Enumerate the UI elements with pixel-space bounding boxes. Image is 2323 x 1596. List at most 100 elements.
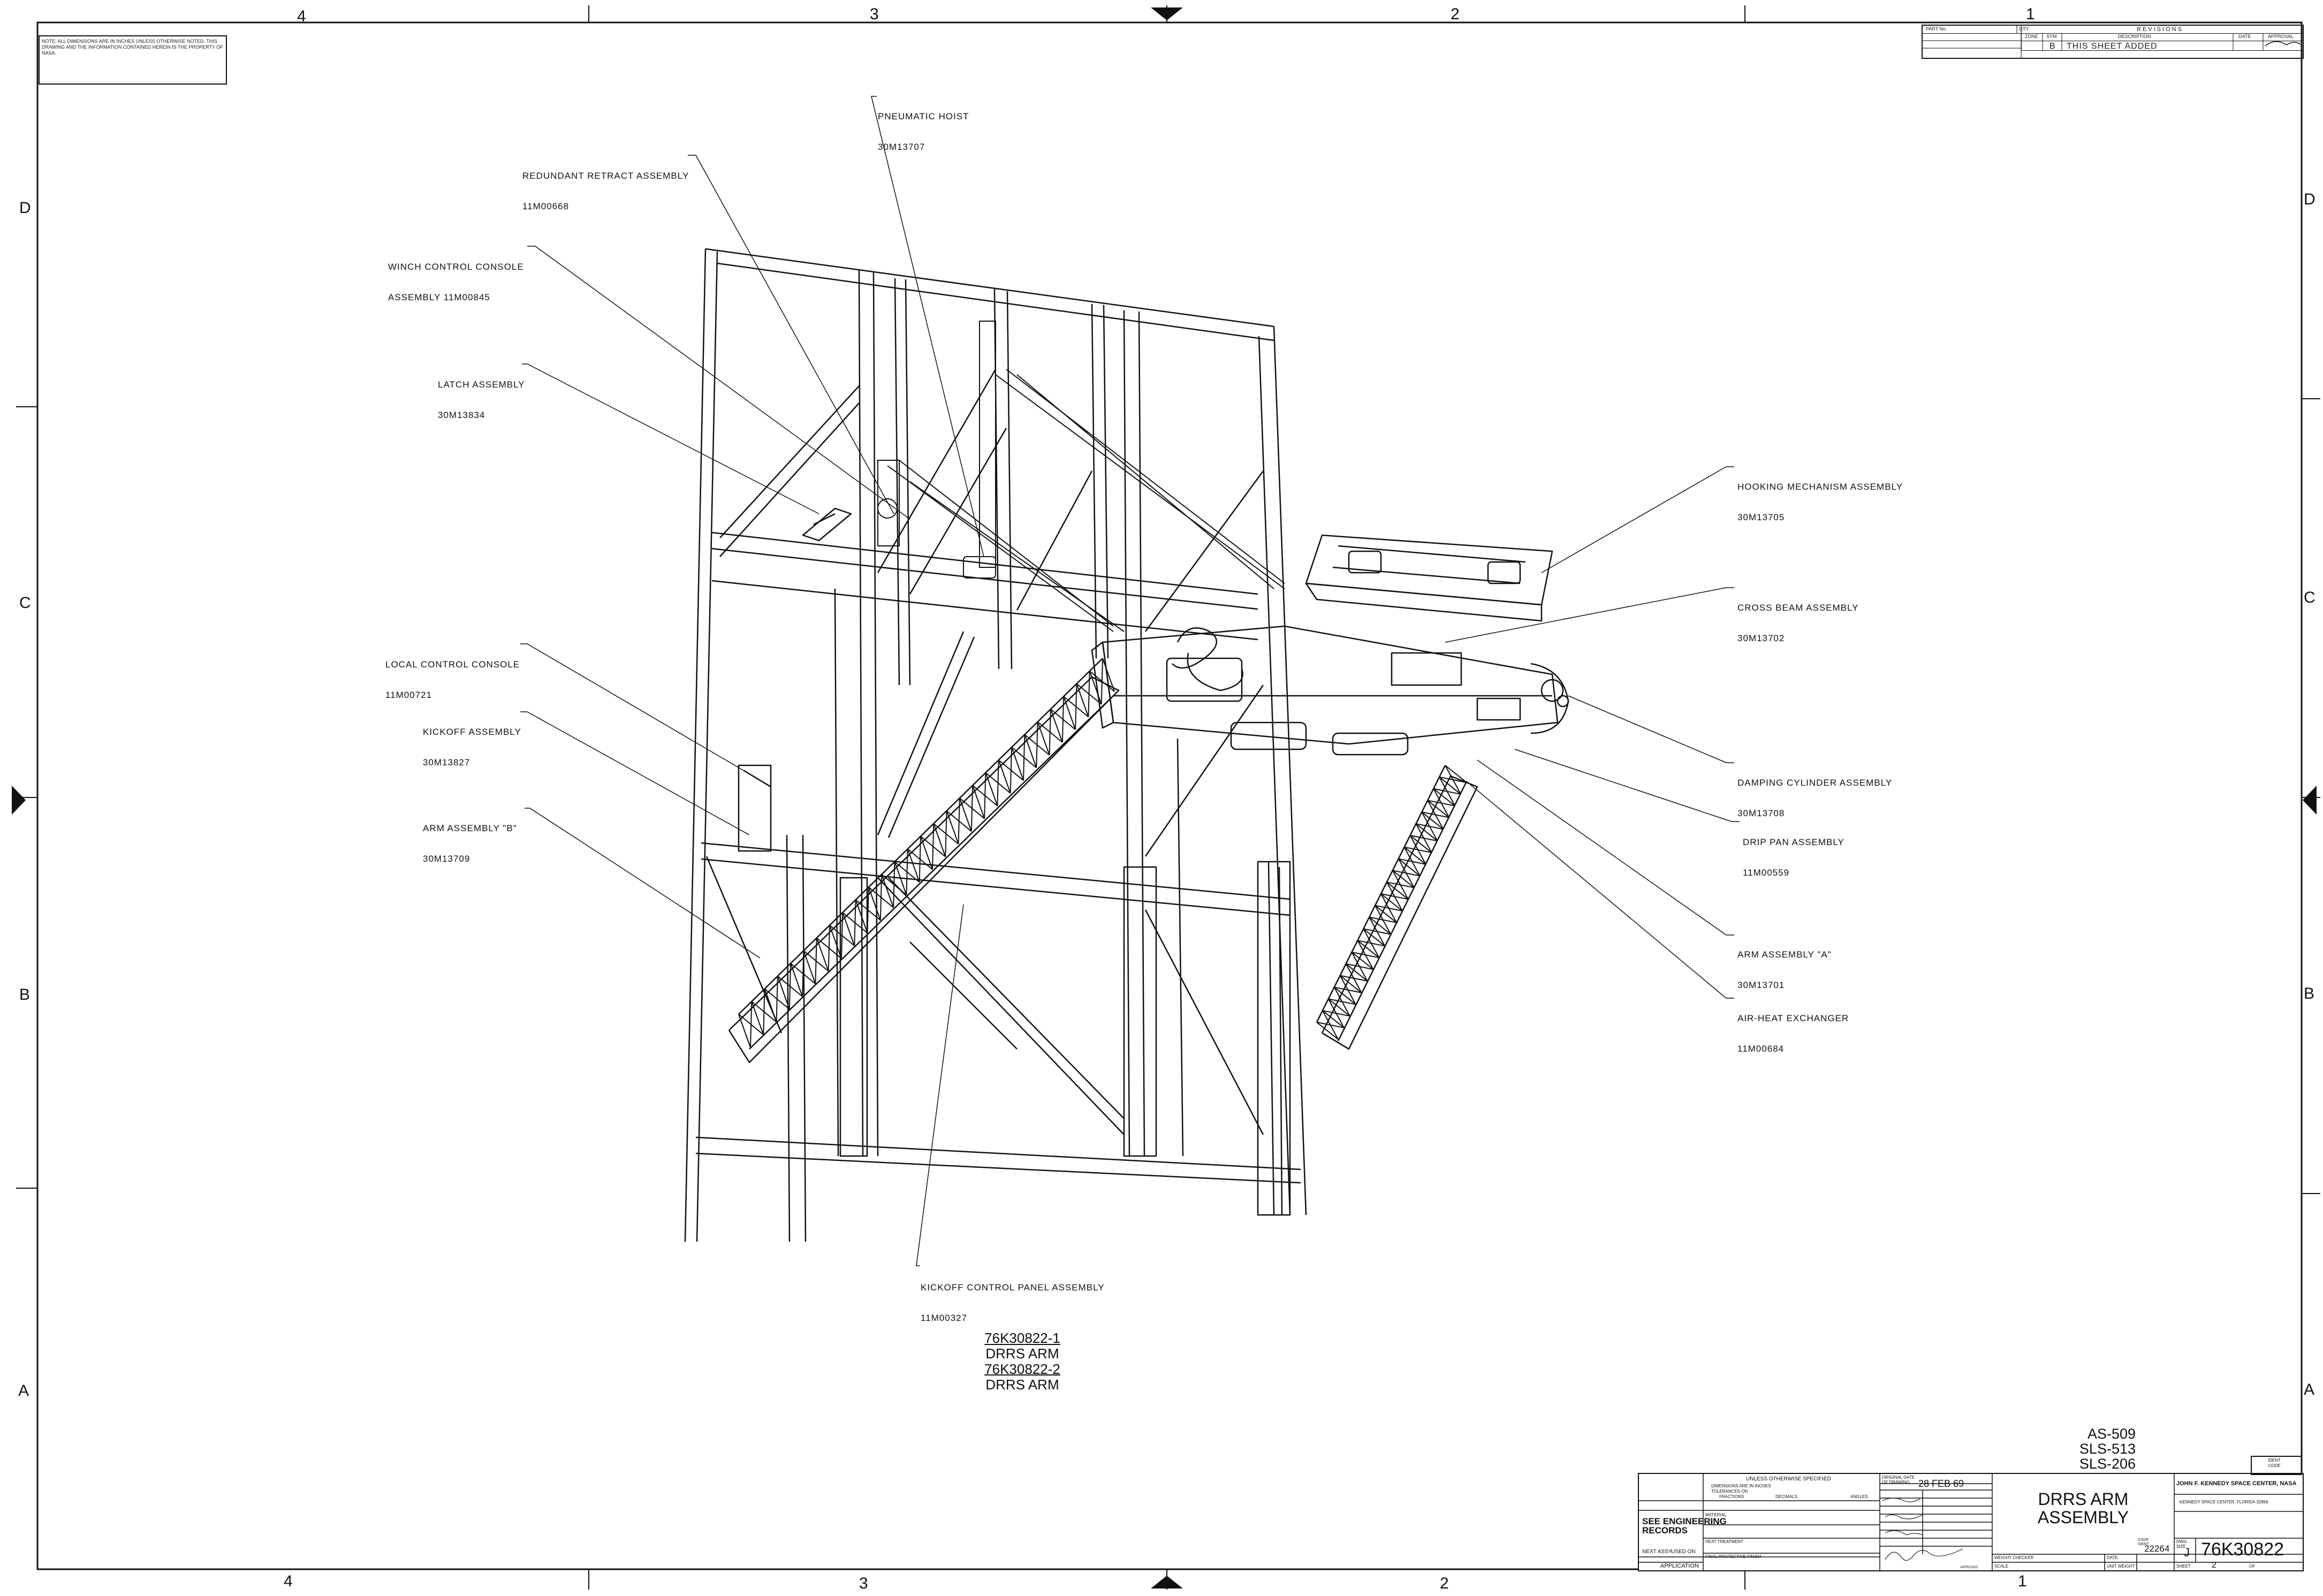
callout-arm-assembly-b: ARM ASSEMBLY "B" 30M13709 bbox=[423, 803, 517, 884]
truss-diagonal bbox=[1328, 999, 1344, 1028]
callout-number: 11M00721 bbox=[385, 690, 432, 700]
latch-assembly bbox=[803, 508, 851, 541]
dwg-size: J bbox=[2184, 1546, 2190, 1559]
truss-member bbox=[1399, 859, 1420, 876]
callout-name: DAMPING CYLINDER ASSEMBLY bbox=[1737, 778, 1893, 788]
truss-member bbox=[1422, 812, 1443, 829]
truss-member bbox=[985, 773, 997, 806]
truss-member bbox=[803, 951, 815, 984]
truss-diagonal bbox=[868, 887, 869, 933]
truss-diagonal bbox=[1334, 987, 1350, 1016]
row-label-right-b: B bbox=[2304, 985, 2315, 1002]
used-on-label: USED ON bbox=[1671, 1549, 1696, 1555]
sheet-number: 2 bbox=[2212, 1561, 2216, 1570]
callout-leader-lines bbox=[520, 96, 1740, 1266]
truss-diagonal bbox=[1410, 835, 1426, 864]
corner-note-box: NOTE: ALL DIMENSIONS ARE IN INCHES UNLES… bbox=[39, 35, 227, 85]
truss-member bbox=[960, 798, 971, 831]
truss-diagonal bbox=[777, 976, 778, 1022]
truss-diagonal bbox=[932, 824, 933, 870]
agency-name: JOHN F. KENNEDY SPACE CENTER, NASA bbox=[2176, 1480, 2297, 1487]
truss-member bbox=[1334, 987, 1356, 1005]
damping-cylinder-assembly bbox=[1531, 664, 1569, 733]
callout-local-control-console: LOCAL CONTROL CONSOLE 11M00721 bbox=[385, 639, 520, 720]
title-block: SEE ENGINEERING RECORDS NEXT ASSY USED O… bbox=[1638, 1473, 2304, 1571]
truss-diagonal bbox=[829, 925, 830, 971]
corner-note: NOTE: ALL DIMENSIONS ARE IN INCHES UNLES… bbox=[42, 39, 223, 56]
truss-diagonal bbox=[1340, 976, 1356, 1005]
row-label-right-d: D bbox=[2304, 191, 2316, 208]
row-label-right-a: A bbox=[2304, 1381, 2315, 1399]
drawing-title: DRRS ARM ASSEMBLY bbox=[2037, 1489, 2129, 1527]
truss-member bbox=[1317, 1022, 1338, 1039]
truss-diagonal bbox=[1036, 722, 1037, 768]
truss-diagonal bbox=[763, 989, 764, 1035]
callout-name: KICKOFF CONTROL PANEL ASSEMBLY bbox=[921, 1282, 1105, 1293]
ident-code-label: IDENT CODE bbox=[2268, 1458, 2281, 1468]
truss-member bbox=[1428, 800, 1449, 817]
truss-member bbox=[1405, 847, 1426, 864]
col-date: DATE bbox=[2238, 34, 2251, 39]
callout-winch-control-console: WINCH CONTROL CONSOLE ASSEMBLY 11M00845 bbox=[388, 241, 524, 323]
hooking-mechanism-assembly bbox=[1306, 535, 1552, 621]
truss-member bbox=[765, 989, 777, 1022]
decimals-label: DECIMALS bbox=[1775, 1494, 1797, 1499]
agency-location: KENNEDY SPACE CENTER, FLORIDA 32899 bbox=[2180, 1500, 2268, 1504]
zone-label-bottom-2: 2 bbox=[1440, 1575, 1449, 1592]
truss-member bbox=[1369, 917, 1391, 934]
unless-specified: UNLESS OTHERWISE SPECIFIED bbox=[1746, 1476, 1831, 1482]
row-label-left-a: A bbox=[18, 1382, 29, 1400]
truss-member bbox=[1393, 870, 1414, 887]
truss-member bbox=[1346, 964, 1368, 981]
truss-diagonal bbox=[893, 862, 894, 908]
revisions-grid bbox=[1923, 26, 2303, 58]
col-zone: ZONE bbox=[2025, 34, 2039, 39]
effectivity-1: AS-509 bbox=[2087, 1426, 2136, 1442]
truss-diagonal bbox=[1422, 812, 1437, 841]
dash-title-2: DRRS ARM bbox=[985, 1377, 1059, 1393]
callout-kickoff-control-panel-assembly: KICKOFF CONTROL PANEL ASSEMBLY 11M00327 bbox=[921, 1262, 1105, 1343]
callout-name: LOCAL CONTROL CONSOLE bbox=[385, 659, 520, 670]
callout-redundant-retract-assembly: REDUNDANT RETRACT ASSEMBLY 11M00668 bbox=[522, 150, 689, 232]
callout-pneumatic-hoist: PNEUMATIC HOIST 30M13707 bbox=[878, 91, 969, 172]
truss-diagonal bbox=[1433, 789, 1449, 818]
callout-number: 11M00559 bbox=[1743, 868, 1790, 878]
of-label: OF bbox=[2249, 1564, 2256, 1569]
truss-diagonal bbox=[1405, 847, 1420, 876]
truss-diagonal bbox=[1357, 940, 1373, 969]
callout-number: 11M00327 bbox=[921, 1313, 968, 1323]
truss-member bbox=[1410, 835, 1432, 853]
heat-treatment-label: HEAT TREATMENT bbox=[1705, 1539, 1743, 1544]
truss-diagonal bbox=[854, 900, 855, 946]
code-ident: 22264 bbox=[2144, 1544, 2170, 1554]
callout-latch-assembly: LATCH ASSEMBLY 30M13834 bbox=[438, 359, 525, 440]
callout-number: 11M00684 bbox=[1737, 1044, 1785, 1054]
callout-drip-pan-assembly: DRIP PAN ASSEMBLY 11M00559 bbox=[1743, 817, 1844, 898]
date-label: DATE bbox=[2107, 1555, 2118, 1560]
sheet-label: SHEET bbox=[2176, 1564, 2191, 1569]
callout-number: 30M13709 bbox=[423, 854, 470, 864]
truss-diagonal bbox=[971, 786, 973, 832]
truss-diagonal bbox=[1075, 684, 1076, 730]
truss-member bbox=[1076, 684, 1088, 717]
truss-member bbox=[1024, 735, 1036, 768]
truss-member bbox=[1387, 882, 1408, 899]
callout-name: CROSS BEAM ASSEMBLY bbox=[1737, 603, 1859, 613]
row-label-left-d: D bbox=[19, 199, 31, 217]
revisions-header-row: PART No. QTY REVISIONS bbox=[1923, 26, 2303, 34]
callout-name: HOOKING MECHANISM ASSEMBLY bbox=[1737, 482, 1903, 492]
see-engineering-records: SEE ENGINEERING RECORDS bbox=[1642, 1516, 1727, 1536]
truss-diagonal bbox=[920, 837, 921, 883]
truss-member bbox=[739, 1014, 750, 1047]
truss-diagonal bbox=[1387, 882, 1402, 911]
truss-member bbox=[999, 760, 1011, 793]
callout-arm-assembly-a: ARM ASSEMBLY "A" 30M13701 bbox=[1737, 929, 1832, 1010]
col-approval: APPROVAL bbox=[2268, 34, 2294, 39]
truss-member bbox=[947, 811, 959, 844]
revision-description: THIS SHEET ADDED bbox=[2067, 42, 2158, 51]
qty-label: QTY bbox=[2019, 26, 2029, 32]
final-finish-label: FINAL PROTECTIVE FINISH bbox=[1705, 1554, 1762, 1559]
callout-name: AIR-HEAT EXCHANGER bbox=[1737, 1013, 1849, 1023]
callout-hooking-mechanism-assembly: HOOKING MECHANISM ASSEMBLY 30M13705 bbox=[1737, 461, 1903, 543]
